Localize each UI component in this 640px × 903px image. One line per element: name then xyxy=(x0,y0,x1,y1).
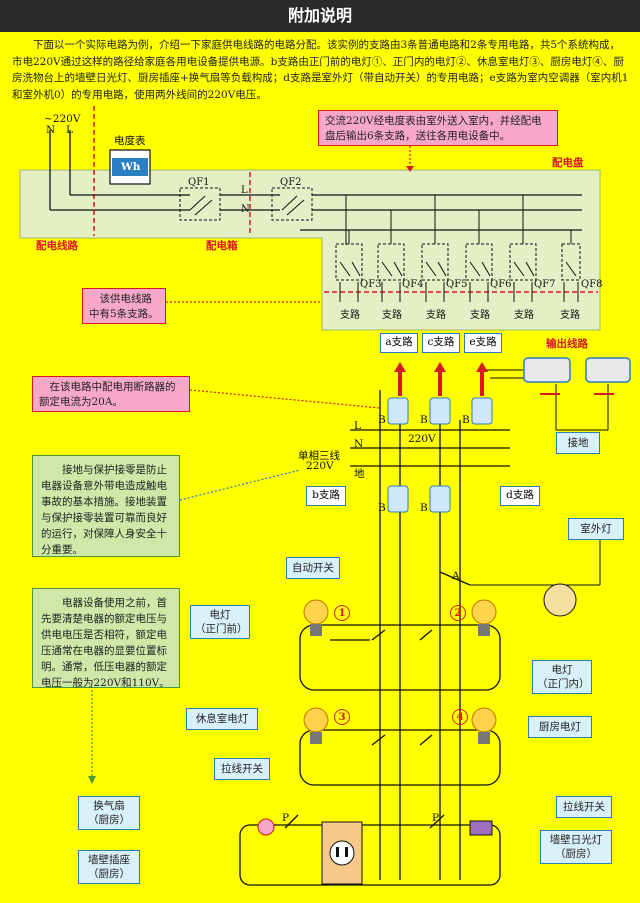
supply-voltage-label: ~220V xyxy=(44,113,81,125)
auto-switch-label: 自动开关 xyxy=(286,557,340,579)
kitchen-circuit xyxy=(239,814,501,886)
fluorescent-label: 墙壁日光灯（厨房） xyxy=(540,830,612,864)
branch-up-arrows xyxy=(394,362,488,396)
lamp-row-1 xyxy=(299,624,501,691)
branch-label-4: 支路 xyxy=(470,310,490,321)
branch-breaker-b xyxy=(387,397,493,513)
p-mark-right: P xyxy=(432,812,440,824)
qf1-breaker xyxy=(179,187,221,221)
dist-panel-label: 配电盘 xyxy=(552,157,584,169)
pull-switch-right-label: 拉线开关 xyxy=(556,796,612,818)
voltage-note: 电器设备使用之前，首先要清楚电器的额定电压与供电电压是否相符，额定电压通常在电器… xyxy=(32,588,180,689)
lamp-number-1: 1 xyxy=(334,605,350,621)
ground-callout-line xyxy=(179,469,301,501)
qf7-label: QF7 xyxy=(534,279,556,290)
ac-indoor-unit xyxy=(523,357,571,383)
qf8-label: QF8 xyxy=(581,279,603,290)
qf1-label: QF1 xyxy=(188,177,210,188)
trunk-l-label: L xyxy=(354,420,361,432)
fluorescent-lamp xyxy=(469,820,493,836)
qf5-label: QF5 xyxy=(446,279,468,290)
branch-a-tag: a支路 xyxy=(380,333,418,353)
branch-label-2: 支路 xyxy=(382,310,402,321)
meter-label: 电度表 xyxy=(114,135,146,147)
qf6-label: QF6 xyxy=(490,279,512,290)
lamp-row-2 xyxy=(299,729,501,786)
l-label-2: L xyxy=(241,185,248,196)
l-label: L xyxy=(66,124,73,136)
branch-breakers xyxy=(335,195,581,281)
panel-callout-arrow xyxy=(406,166,414,172)
branch-label-6: 支路 xyxy=(560,310,580,321)
outdoor-light-label: 室外灯 xyxy=(568,518,624,540)
lamp-front-in-label: 电灯（正门内） xyxy=(532,660,592,694)
page-title: 附加说明 xyxy=(0,0,640,32)
single-phase-v-label: 220V xyxy=(306,460,334,472)
branch-output-arrows xyxy=(339,282,579,302)
meter-wh-label: Wh xyxy=(121,161,141,173)
lamp-number-4: 4 xyxy=(452,709,468,725)
kitchen-lamp-label: 厨房电灯 xyxy=(528,716,592,738)
n-label-2: N xyxy=(241,204,250,215)
branch-label-5: 支路 xyxy=(514,310,534,321)
branch-e-tag: e支路 xyxy=(464,333,502,353)
fan-label: 换气扇（厨房） xyxy=(78,796,140,830)
outdoor-light-fixture xyxy=(543,583,577,617)
feed-line-label: 配电线路 xyxy=(36,240,78,252)
p-mark-left: P xyxy=(282,812,290,824)
b-label-2: B xyxy=(420,414,428,426)
branch-label-1: 支路 xyxy=(340,310,360,321)
qf3-label: QF3 xyxy=(360,279,382,290)
lamp-number-2: 2 xyxy=(450,605,466,621)
branch-note: 该供电线路中有5条支路。 xyxy=(82,288,166,324)
pull-switch-left-label: 拉线开关 xyxy=(214,758,270,780)
intro-paragraph: 下面以一个实际电路为例，介绍一下家庭供电线路的电路分配。该实例的支路由3条普通电… xyxy=(12,39,629,101)
trunk-ground-label: 地 xyxy=(354,468,365,480)
rest-lamp-label: 休息室电灯 xyxy=(186,708,258,730)
b-label-3: B xyxy=(462,414,470,426)
branch-d-tag: d支路 xyxy=(500,486,540,506)
socket-label: 墙壁插座（厨房） xyxy=(78,850,140,884)
dist-box-label: 配电箱 xyxy=(206,240,238,252)
a-mark: A xyxy=(452,570,460,582)
n-label: N xyxy=(46,124,56,136)
panel-note: 交流220V经电度表由室外送入室内，并经配电盘后输出6条支路，送往各用电设备中。 xyxy=(318,110,558,146)
branch-c-tag: c支路 xyxy=(422,333,460,353)
b-label-1: B xyxy=(378,414,386,426)
trunk-n-label: N xyxy=(354,438,364,450)
qf2-breaker xyxy=(271,187,313,221)
voltage-callout-arrow xyxy=(88,776,96,784)
ground-label: 接地 xyxy=(556,432,600,454)
b-label-4: B xyxy=(378,502,386,514)
exhaust-fan xyxy=(257,818,275,836)
output-line-label: 输出线路 xyxy=(546,338,588,350)
b-label-5: B xyxy=(420,502,428,514)
lamp-number-3: 3 xyxy=(334,709,350,725)
ground-note: 接地与保护接零是防止电器设备意外带电造成触电事故的基本措施。接地装置与保护接零装… xyxy=(32,455,180,557)
breaker-note: 在该电路中配电用断路器的额定电流为20A。 xyxy=(32,376,190,412)
branch-b-tag: b支路 xyxy=(306,486,346,506)
breaker-callout-line xyxy=(189,389,381,409)
single-phase-label: 单相三线 xyxy=(298,450,340,462)
ac-outdoor-unit xyxy=(585,357,631,383)
voltage-220-label: 220V xyxy=(408,433,436,445)
qf2-label: QF2 xyxy=(280,177,302,188)
qf4-label: QF4 xyxy=(402,279,424,290)
branch-label-3: 支路 xyxy=(426,310,446,321)
lamp-front-out-label: 电灯（正门前） xyxy=(190,605,250,639)
